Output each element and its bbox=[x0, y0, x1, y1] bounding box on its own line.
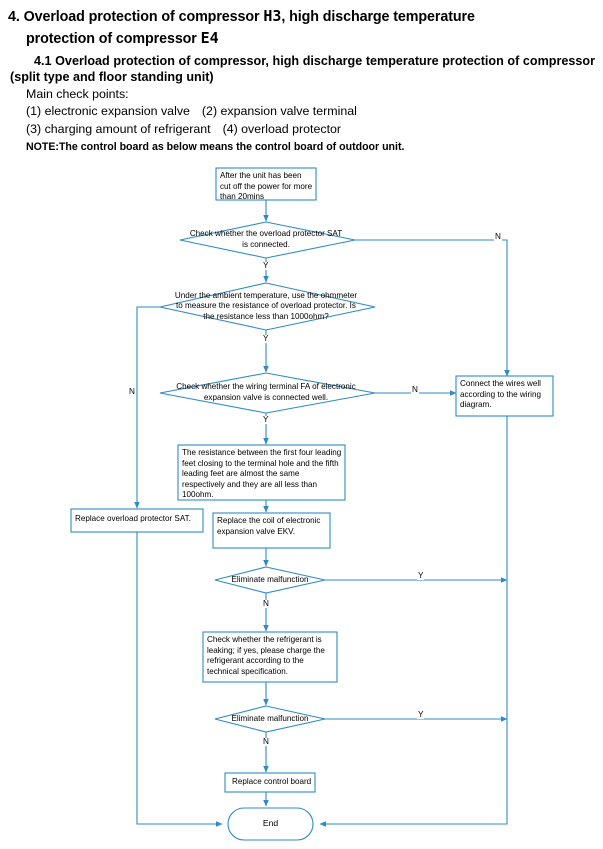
shape-refrigerant-box bbox=[202, 631, 338, 683]
check-points-row-2: (3) charging amount of refrigerant (4) ov… bbox=[8, 121, 595, 139]
edge-label-d1-no: N bbox=[494, 232, 502, 242]
edge-label-d5-no: N bbox=[262, 737, 270, 747]
error-code-h3: H3 bbox=[263, 7, 282, 25]
title-line1-post: , high discharge temperature bbox=[281, 9, 475, 25]
page-title: 4. Overload protection of compressor H3,… bbox=[8, 6, 595, 28]
section-paragraph: 4.1 Overload protection of compressor, h… bbox=[8, 53, 595, 86]
edge-label-d4-no: N bbox=[262, 599, 270, 609]
section-number: 4.1 bbox=[34, 53, 52, 68]
shape-replace-sat-box bbox=[70, 508, 204, 533]
check-point-4: (4) overload protector bbox=[222, 121, 342, 136]
shape-decision-4 bbox=[214, 566, 326, 594]
document-header: 4. Overload protection of compressor H3,… bbox=[0, 0, 603, 154]
check-point-3: (3) charging amount of refrigerant bbox=[26, 121, 211, 136]
shape-start-box bbox=[215, 167, 317, 201]
flowchart-graphics bbox=[70, 167, 554, 841]
title-line2-pre: protection of compressor bbox=[26, 30, 197, 47]
shape-replace-ekv-box bbox=[212, 512, 331, 549]
edge-label-d4-yes: Y bbox=[417, 571, 425, 581]
edge-label-d1-yes: Y bbox=[262, 261, 270, 271]
edge-label-d5-yes: Y bbox=[417, 710, 425, 720]
flow-connectors bbox=[134, 200, 510, 827]
page-title-line2: protection of compressor E4 bbox=[8, 28, 595, 50]
shape-replace-board-box bbox=[224, 772, 316, 793]
title-number: 4. bbox=[8, 9, 20, 25]
shape-decision-5 bbox=[214, 705, 326, 733]
check-points-title: Main check points: bbox=[26, 86, 129, 101]
edge-label-d3-yes: Y bbox=[262, 415, 270, 425]
section-text: Overload protection of compressor, high … bbox=[10, 53, 596, 85]
shape-resistance-box bbox=[177, 444, 346, 501]
edge-label-d2-yes: Y bbox=[262, 334, 270, 344]
check-point-1: (1) electronic expansion valve bbox=[26, 104, 190, 119]
edge-label-d3-no: N bbox=[411, 385, 419, 395]
flow-shapes bbox=[70, 167, 554, 841]
check-point-2: (2) expansion valve terminal bbox=[201, 104, 357, 119]
check-points-row-1: (1) electronic expansion valve (2) expans… bbox=[8, 103, 595, 121]
error-code-e4: E4 bbox=[200, 28, 219, 47]
title-line1-pre: Overload protection of compressor bbox=[23, 9, 260, 25]
shape-decision-3 bbox=[159, 372, 376, 414]
edge-label-d2-no: N bbox=[128, 387, 136, 397]
note-text: NOTE:The control board as below means th… bbox=[26, 140, 405, 153]
shape-decision-2 bbox=[159, 282, 376, 331]
troubleshooting-flowchart: After the unit has been cut off the powe… bbox=[0, 160, 603, 849]
shape-decision-1 bbox=[179, 221, 356, 259]
shape-end-node bbox=[227, 807, 314, 841]
shape-connect-wires-box bbox=[455, 375, 554, 417]
